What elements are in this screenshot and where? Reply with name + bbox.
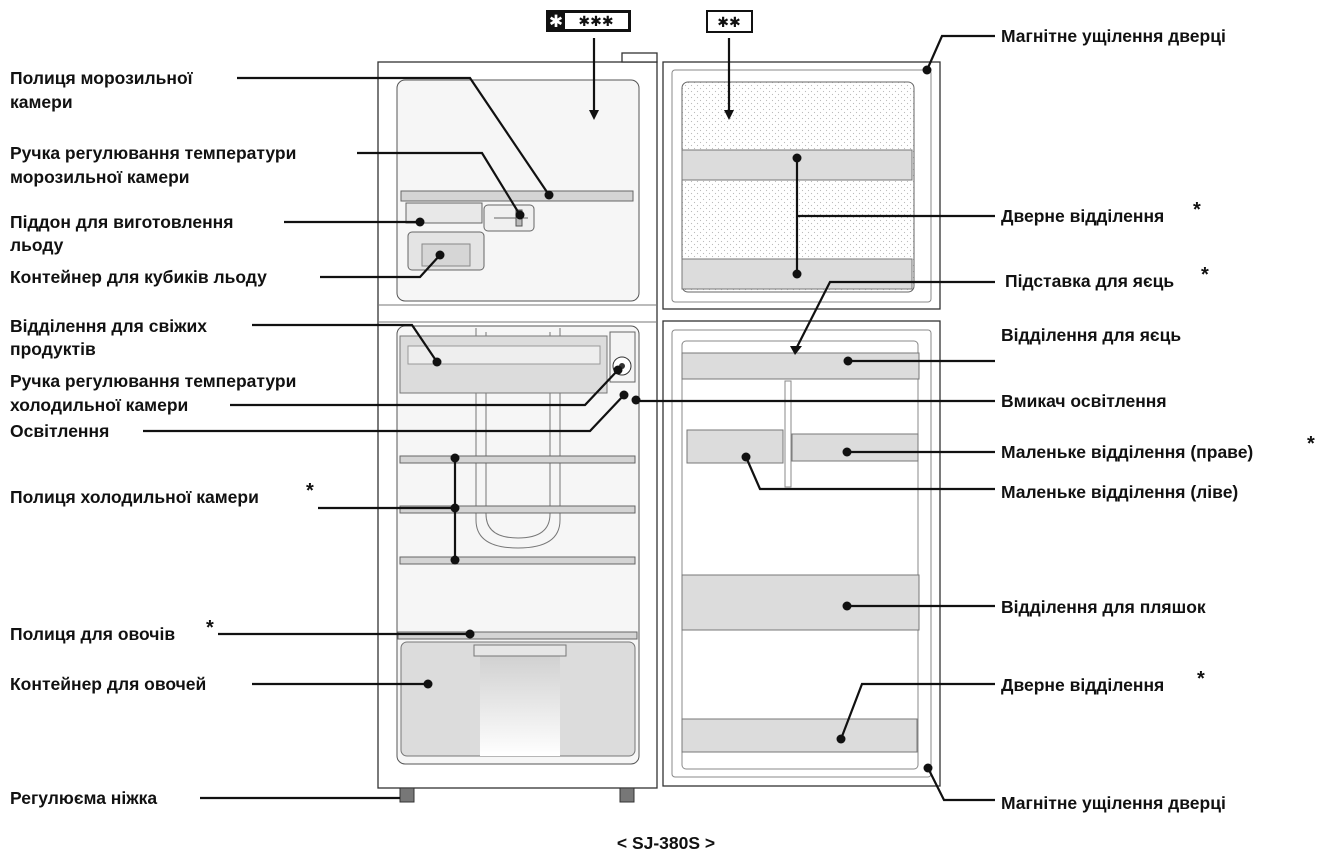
asterisk-door-pocket-bottom: * [1197, 668, 1205, 690]
label-freezer-knob-1: Ручка регулювання температури [10, 143, 296, 163]
four-star-freezer-icon: ✱ ✱✱✱ [546, 10, 631, 32]
asterisk-small-right: * [1307, 433, 1315, 455]
label-door-pocket-bottom: Дверне відділення [1001, 675, 1164, 695]
asterisk-fridge-shelf: * [306, 480, 314, 502]
asterisk-door-pocket-top: * [1193, 199, 1201, 221]
label-ice-tray-2: льоду [10, 235, 64, 255]
asterisk-veg-shelf: * [206, 617, 214, 639]
two-star-freezer-icon: ✱✱ [706, 10, 753, 33]
label-veg-box: Контейнер для овочей [10, 674, 206, 694]
label-freezer-knob-2: морозильної камери [10, 167, 190, 187]
label-veg-shelf: Полиця для овочів [10, 624, 175, 644]
leader-lines [143, 34, 995, 802]
label-fridge-knob-2: холодильної камери [10, 395, 188, 415]
svg-text:✱: ✱ [549, 12, 563, 32]
label-fresh-1: Відділення для свіжих [10, 316, 207, 336]
model-caption: < SJ-380S > [617, 833, 715, 853]
svg-text:✱✱✱: ✱✱✱ [578, 14, 613, 30]
label-ice-box: Контейнер для кубиків льоду [10, 267, 267, 287]
label-door-pocket-top: Дверне відділення [1001, 206, 1164, 226]
doors [662, 61, 941, 787]
label-small-left: Маленьке відділення (ліве) [1001, 482, 1238, 502]
label-bottle-pocket: Відділення для пляшок [1001, 597, 1206, 617]
label-egg-pocket: Відділення для яєць [1001, 325, 1181, 345]
label-ice-tray-1: Піддон для виготовлення [10, 212, 233, 232]
label-door-seal-top: Магнітне ущілення дверці [1001, 26, 1226, 46]
label-small-right: Маленьке відділення (праве) [1001, 442, 1253, 462]
svg-text:✱✱: ✱✱ [717, 15, 740, 31]
fridge-body [377, 52, 658, 803]
label-door-seal-bottom: Магнітне ущілення дверці [1001, 793, 1226, 813]
label-freezer-shelf-2: камери [10, 92, 73, 112]
label-fresh-2: продуктів [10, 339, 96, 359]
asterisk-egg-stand: * [1201, 264, 1209, 286]
label-light-switch: Вмикач освітлення [1001, 391, 1167, 411]
label-fridge-shelf: Полиця холодильної камери [10, 487, 259, 507]
label-egg-stand: Підставка для яєць [1005, 271, 1174, 291]
label-foot: Регулюєма ніжка [10, 788, 157, 808]
label-freezer-shelf-1: Полиця морозильної [10, 68, 194, 88]
label-light: Освітлення [10, 421, 109, 441]
label-fridge-knob-1: Ручка регулювання температури [10, 371, 296, 391]
